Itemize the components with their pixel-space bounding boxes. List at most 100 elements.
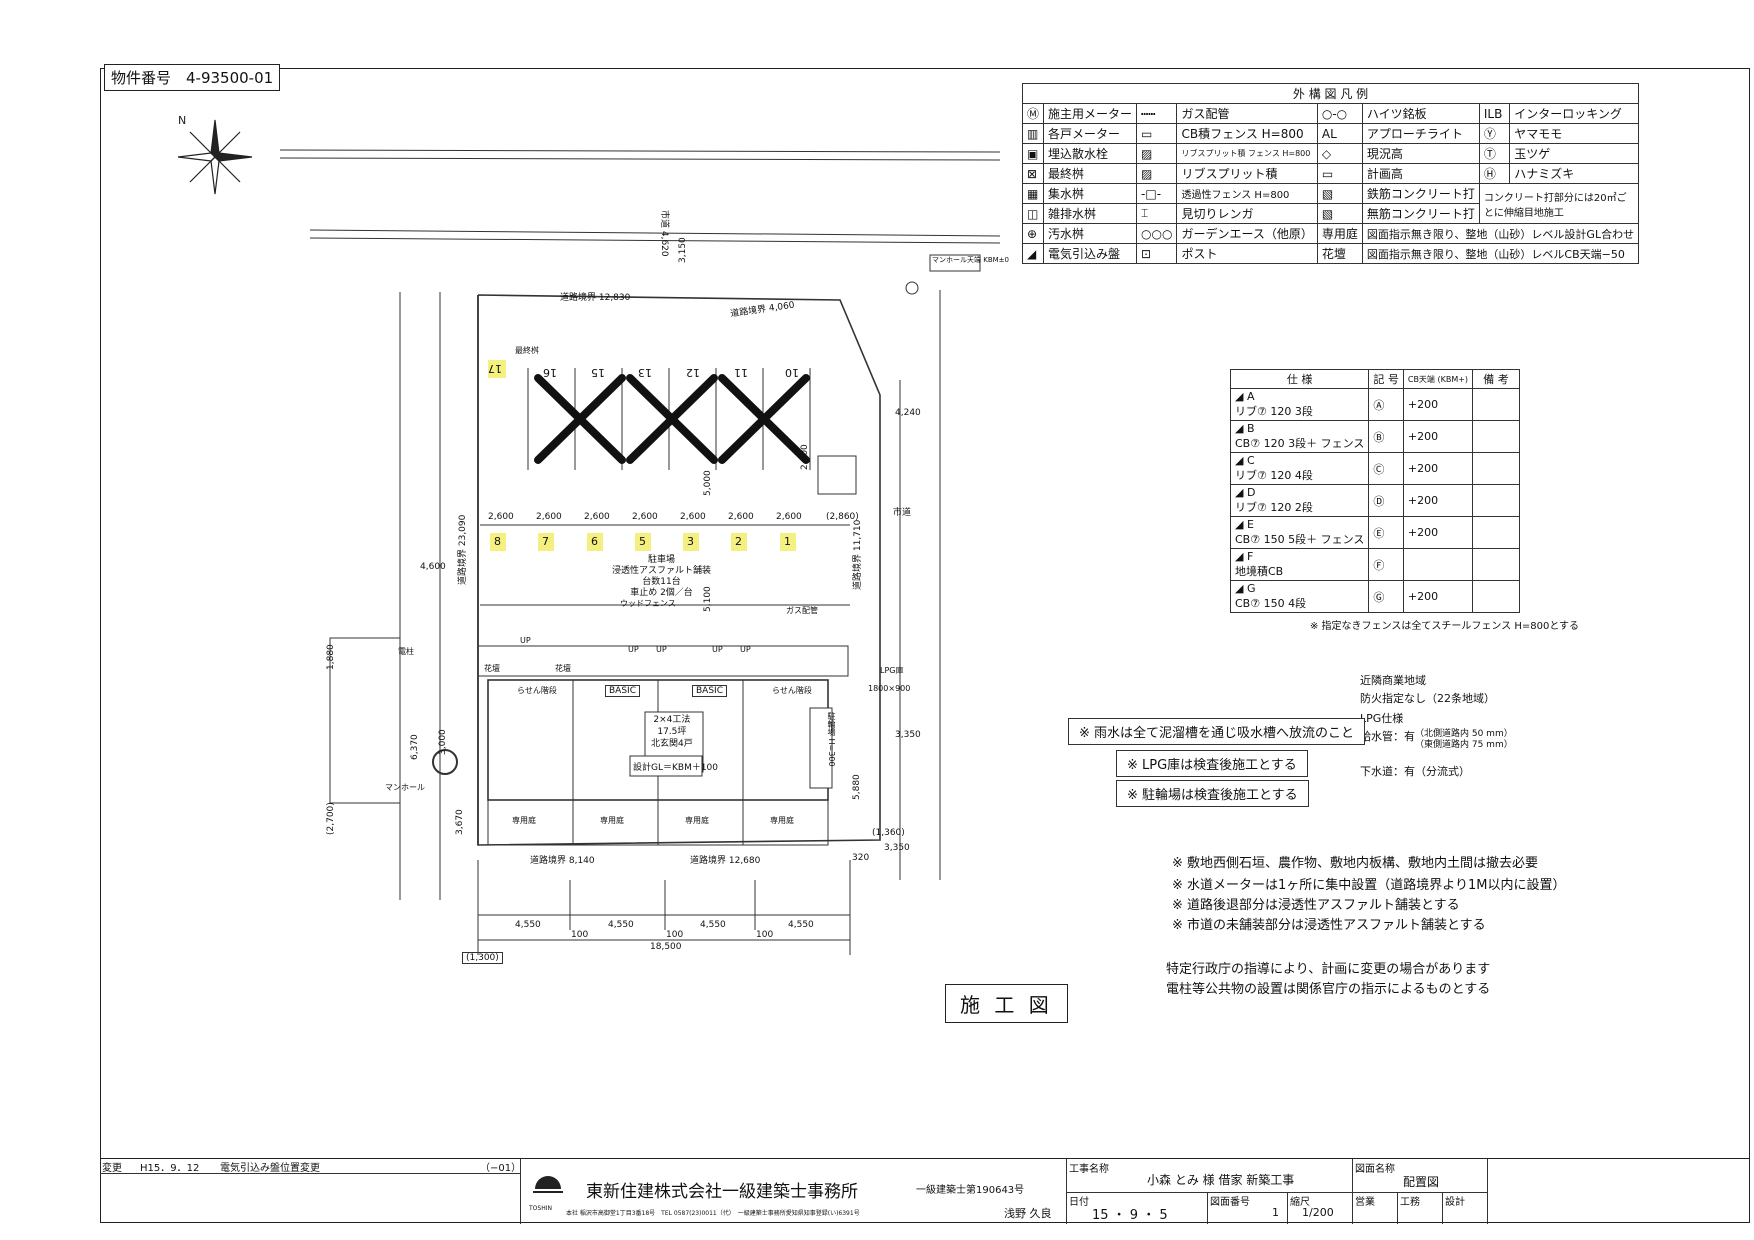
drawing-number: 1 <box>1272 1206 1279 1219</box>
note-2: ※ 水道メーターは1ヶ所に集中設置（道路境界より1M以内に設置） <box>1172 878 1566 893</box>
flower-2: 花壇 <box>555 664 571 673</box>
company-address: 本社 稲沢市高御堂1丁目3番18号 TEL 0587(23)0011（代） 一級… <box>566 1210 860 1217</box>
company-cell: TOSHIN 東新住建株式会社一級建築士事務所 一級建築士第190643号 本社… <box>520 1159 1067 1224</box>
spacing-2: 2,600 <box>536 512 562 522</box>
yard-4: 専用庭 <box>770 816 794 825</box>
dim-3150: 3,150 <box>678 237 688 263</box>
water-north-text: （北側道路内 50 mm） <box>1415 729 1513 739</box>
svg-text:N: N <box>178 114 186 127</box>
basic-label-1: BASIC <box>605 685 640 697</box>
dim-2700: (2,700) <box>326 802 336 835</box>
city-road-left: 4,600 <box>420 562 446 572</box>
dim-5000: 5,000 <box>703 470 713 496</box>
yard-2: 専用庭 <box>600 816 624 825</box>
spacing-3: 2,600 <box>584 512 610 522</box>
construction-stamp: 施 工 図 <box>945 984 1068 1023</box>
drawing-frame <box>100 68 1750 1223</box>
stall-13: 13 <box>638 366 652 379</box>
revision-row: 変更 H15．9．12 電気引込み盤位置変更 （−01） <box>100 1159 521 1174</box>
lpg-label: LPG庫 <box>880 666 904 675</box>
dim-320: 320 <box>852 853 870 863</box>
dim-1880: 1,880 <box>326 644 336 670</box>
company-name: 東新住建株式会社一級建築士事務所 <box>586 1182 858 1202</box>
dim-bottom-7: 4,550 <box>788 920 814 930</box>
stall-15: 15 <box>591 366 605 379</box>
rain-note: ※ 雨水は全て泥溜槽を通じ吸水槽へ放流のこと <box>1068 718 1366 745</box>
flower-1: 花壇 <box>484 664 500 673</box>
stall-6: 6 <box>591 535 598 548</box>
bicycle-label: 駐輪場 H=300 <box>827 712 836 767</box>
note-4: ※ 市道の未舗装部分は浸透性アスファルト舗装とする <box>1172 918 1486 933</box>
dim-1360: (1,360) <box>872 828 905 838</box>
stall-5: 5 <box>639 535 646 548</box>
total-width-dim: 18,500 <box>650 942 682 952</box>
road-top-dim: 道路境界 12,830 <box>560 293 631 303</box>
up-4: UP <box>712 645 723 654</box>
drawing-scale: 1/200 <box>1302 1206 1334 1219</box>
city-road-right: 市道 <box>893 508 912 518</box>
gas-pipe-label: ガス配管 <box>786 606 818 615</box>
stall-12: 12 <box>686 366 700 379</box>
dim-3670: 3,670 <box>455 809 465 835</box>
manhole-kbm: マンホール天端 KBM±0 <box>932 256 1009 264</box>
project-cell: 工事名称 小森 とみ 様 借家 新築工事 図面名称 配置図 日付 15 ・ 9 … <box>1066 1159 1751 1224</box>
fire-text: 防火指定なし（22条地域） <box>1360 692 1495 705</box>
road-left-dim: 道路境界 23,090 <box>458 514 468 585</box>
pole-label: 電柱 <box>398 647 414 656</box>
dim-bottom-4: 100 <box>666 930 684 940</box>
legend-title: 外 構 図 凡 例 <box>1021 83 1640 104</box>
spec-footnote: ※ 指定なきフェンスは全てスチールフェンス H=800とする <box>1310 621 1580 632</box>
note-1: ※ 敷地西側石垣、農作物、敷地内板構、敷地内土間は撤去必要 <box>1172 856 1539 871</box>
drawing-name: 配置図 <box>1403 1175 1440 1189</box>
edge-dim: (1,300) <box>462 952 503 964</box>
dim-3000: 3,000 <box>438 729 448 755</box>
dim-bottom-5: 4,550 <box>700 920 726 930</box>
final-pit-label: 最終桝 <box>515 346 539 355</box>
road-bottom-left-dim: 道路境界 8,140 <box>530 856 595 866</box>
stall-3: 3 <box>687 535 694 548</box>
city-road-top: 市道 4,620 <box>659 210 669 257</box>
title-block: 変更 H15．9．12 電気引込み盤位置変更 （−01） TOSHIN 東新住建… <box>100 1158 1750 1224</box>
dim-5880: 5,880 <box>852 774 862 800</box>
dim-bottom-6: 100 <box>756 930 774 940</box>
bicycle-note: ※ 駐輪場は検査後施工とする <box>1116 780 1309 807</box>
up-1: UP <box>520 636 531 645</box>
dim-bottom-3: 4,550 <box>608 920 634 930</box>
dim-bottom-1: 4,550 <box>515 920 541 930</box>
dim-3350: 3,350 <box>895 730 921 740</box>
stall-17: 17 <box>488 362 502 375</box>
stall-2: 2 <box>735 535 742 548</box>
up-5: UP <box>740 645 751 654</box>
note-3: ※ 道路後退部分は浸透性アスファルト舗装とする <box>1172 898 1460 913</box>
company-logo-icon <box>533 1176 563 1193</box>
stall-7: 7 <box>542 535 549 548</box>
license-number: 一級建築士第190643号 <box>916 1185 1025 1196</box>
up-2: UP <box>628 645 639 654</box>
lpg-size: 1800×900 <box>868 684 911 693</box>
lpg-note: ※ LPG庫は検査後施工とする <box>1116 750 1308 777</box>
wood-fence-label: ウッドフェンス <box>620 599 676 608</box>
parking-info: 駐車場浸透性アスファルト舗装台数11台車止め 2個／台 <box>612 555 712 598</box>
up-3: UP <box>656 645 667 654</box>
manhole-label: マンホール <box>385 783 425 792</box>
dim-bottom-2: 100 <box>571 930 589 940</box>
architect-name: 浅野 久良 <box>1004 1207 1052 1220</box>
spacing-1: 2,600 <box>488 512 514 522</box>
gas-text: LPG仕様 <box>1360 712 1404 725</box>
spacing-7: 2,600 <box>776 512 802 522</box>
water-text: 給水管：有 <box>1360 730 1415 743</box>
stall-16: 16 <box>543 366 557 379</box>
stairs-label-2: らせん階段 <box>772 686 812 695</box>
dim-6370: 6,370 <box>410 734 420 760</box>
project-name: 小森 とみ 様 借家 新築工事 <box>1147 1173 1295 1187</box>
sewer-text: 下水道：有（分流式） <box>1360 765 1470 778</box>
remark-1: 特定行政庁の指導により、計画に変更の場合があります <box>1166 962 1491 977</box>
stall-1: 1 <box>784 535 791 548</box>
stairs-label-1: らせん階段 <box>517 686 557 695</box>
spacing-5: 2,600 <box>680 512 706 522</box>
stall-11: 11 <box>734 366 748 379</box>
